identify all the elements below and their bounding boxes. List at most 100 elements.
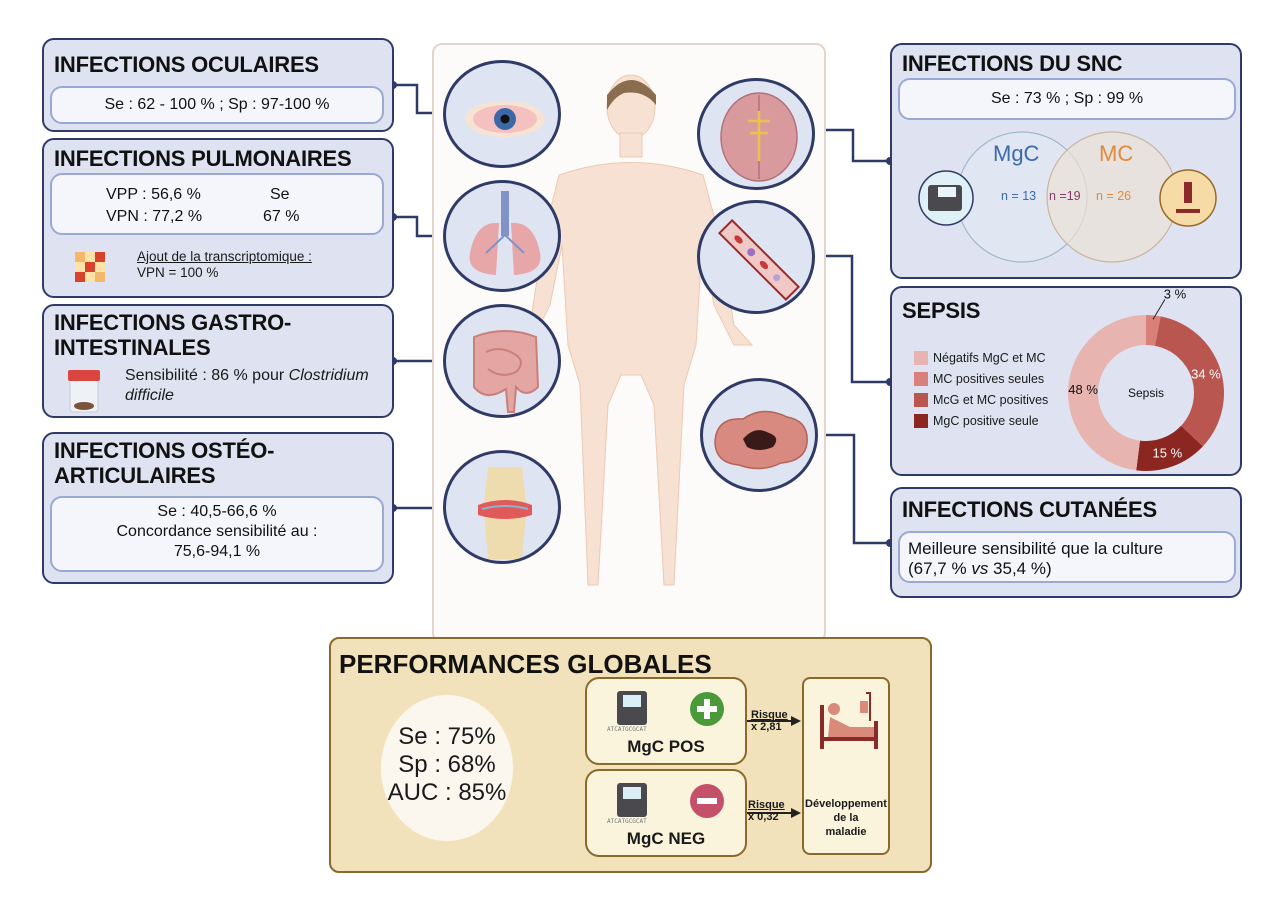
neg-risk-text: Risque x 0,32	[748, 799, 785, 823]
panel-pulmonary-infections: INFECTIONS PULMONAIRES VPP : 56,6 % VPN …	[42, 138, 394, 298]
legend-swatch	[914, 372, 928, 386]
transcriptomic-value: VPN = 100 %	[137, 265, 219, 280]
panel-title: INFECTIONS OSTÉO- ARTICULAIRES	[54, 438, 274, 488]
vpn-text: VPN : 77,2 %	[106, 208, 203, 225]
outcome-line-2: de la	[833, 812, 859, 824]
transcriptomic-label: Ajout de la transcriptomique :	[137, 249, 312, 264]
pulmonary-stats: VPP : 56,6 % VPN : 77,2 % Se 67 %	[50, 173, 384, 235]
cutaneous-line-1: Meilleure sensibilité que la culture	[908, 539, 1164, 558]
vpp-text: VPP : 56,6 %	[106, 186, 201, 203]
panel-title: INFECTIONS DU SNC	[902, 51, 1123, 76]
knee-joint-icon	[478, 467, 532, 559]
versus-text: vs	[971, 559, 989, 578]
legend-label: McG et MC positives	[933, 393, 1049, 407]
risk-arrows	[747, 716, 801, 818]
panel-title: INFECTIONS OCULAIRES	[54, 52, 319, 77]
global-auc: AUC : 85%	[387, 779, 507, 806]
mgc-neg-label: MgC NEG	[626, 829, 706, 848]
gastro-text: Sensibilité : 86 % pour Clostridium diffi…	[125, 366, 390, 406]
skin-circle	[700, 378, 818, 492]
organism-name: Clostridium	[288, 367, 369, 384]
osteo-line-2: Concordance sensibilité au :	[116, 523, 318, 540]
mgc-pos-label: MgC POS	[627, 737, 705, 756]
panel-cutaneous-infections: INFECTIONS CUTANÉES Meilleure sensibilit…	[890, 487, 1242, 598]
donut-slice-label: 34 %	[1191, 367, 1221, 382]
ocular-stats: Se : 62 - 100 % ; Sp : 97-100 %	[50, 86, 384, 124]
panel-gastro-infections: INFECTIONS GASTRO- INTESTINALES Sensibil…	[42, 304, 394, 418]
pos-risk-value: x 2,81	[751, 721, 782, 733]
neg-risk-value: x 0,32	[748, 811, 779, 823]
panel-global-performance: PERFORMANCES GLOBALES Se : 75% Sp : 68% …	[329, 637, 932, 873]
global-se: Se : 75%	[398, 723, 496, 750]
cutaneous-value-b: 35,4 %)	[988, 559, 1052, 578]
eye-circle	[443, 60, 561, 168]
panel-title: PERFORMANCES GLOBALES	[339, 649, 712, 679]
brain-icon	[720, 92, 798, 182]
brain-circle	[697, 78, 815, 190]
microscope-icon	[1176, 182, 1200, 213]
cutaneous-value-a: (67,7 %	[908, 559, 972, 578]
donut-center-label: Sepsis	[1128, 386, 1164, 400]
sequencer-icon: ATCATGCGCAT	[607, 783, 647, 825]
heatmap-icon	[75, 252, 105, 282]
blood-vessel-icon	[717, 218, 801, 302]
hospital-bed-icon	[820, 692, 878, 749]
panel-title: INFECTIONS CUTANÉES	[902, 497, 1157, 522]
svg-text:ATCATGCGCAT: ATCATGCGCAT	[607, 726, 647, 733]
blood-vessel-circle	[697, 200, 815, 314]
legend-label: MC positives seules	[933, 372, 1045, 386]
ocular-stats-text: Se : 62 - 100 % ; Sp : 97-100 %	[104, 96, 330, 113]
donut-slice	[1068, 315, 1146, 471]
pos-risk-label: Risque	[751, 709, 788, 721]
svg-text:ATCATGCGCAT: ATCATGCGCAT	[607, 818, 647, 825]
panel-sepsis: SEPSIS Négatifs MgC et MC MC positives se…	[890, 286, 1242, 476]
venn-count-overlap: n =19	[1049, 189, 1081, 203]
plus-icon	[690, 692, 724, 726]
outcome-line-1: Développement	[805, 798, 887, 810]
legend-label: Négatifs MgC et MC	[933, 351, 1046, 365]
legend-label: MgC positive seule	[933, 414, 1039, 428]
venn-label-mc: MC	[1099, 141, 1134, 166]
donut-slice	[1136, 425, 1203, 471]
minus-icon	[690, 784, 724, 818]
neg-risk-label: Risque	[748, 799, 785, 811]
donut-slice-label: 48 %	[1068, 382, 1098, 397]
panel-ocular-infections: INFECTIONS OCULAIRES Se : 62 - 100 % ; S…	[42, 38, 394, 132]
global-sp: Sp : 68%	[398, 751, 496, 778]
sequencer-icon: ATCATGCGCAT	[607, 691, 647, 733]
title-line-1: INFECTIONS OSTÉO-	[54, 438, 275, 463]
donut-slice-label: 3 %	[1164, 286, 1187, 301]
cns-stats: Se : 73 % ; Sp : 99 %	[898, 78, 1236, 120]
osteo-line-3: 75,6-94,1 %	[173, 543, 261, 560]
venn-label-mgc: MgC	[993, 141, 1040, 166]
panel-title: SEPSIS	[902, 298, 981, 323]
se-value: 67 %	[263, 208, 300, 225]
intestine-circle	[443, 304, 561, 418]
outcome-line-3: maladie	[825, 826, 867, 838]
donut-slice	[1154, 316, 1224, 447]
pos-risk-text: Risque x 2,81	[751, 709, 788, 733]
human-body-icon	[512, 74, 754, 586]
donut-leader-line	[1152, 299, 1166, 320]
donut-slice-label: 15 %	[1153, 445, 1183, 460]
organism-name-2: difficile	[125, 387, 174, 404]
cns-stats-text: Se : 73 % ; Sp : 99 %	[990, 90, 1144, 107]
gastro-text-prefix: Sensibilité : 86 % pour	[125, 367, 289, 384]
global-stats-circle: Se : 75% Sp : 68% AUC : 85%	[381, 695, 513, 841]
cutaneous-stats: Meilleure sensibilité que la culture (67…	[898, 531, 1236, 583]
title-line-1: INFECTIONS GASTRO-	[54, 310, 292, 335]
panel-title: INFECTIONS PULMONAIRES	[54, 146, 352, 171]
sepsis-donut-chart: 3 % 34 % 15 % 48 % Sepsis	[1068, 286, 1224, 471]
se-label: Se	[270, 186, 290, 203]
osteo-stats: Se : 40,5-66,6 % Concordance sensibilité…	[50, 496, 384, 572]
panel-osteo-articular-infections: INFECTIONS OSTÉO- ARTICULAIRES Se : 40,5…	[42, 432, 394, 584]
osteo-line-1: Se : 40,5-66,6 %	[157, 503, 277, 520]
lungs-icon	[469, 191, 541, 275]
knee-circle	[443, 450, 561, 564]
panel-title: INFECTIONS GASTRO- INTESTINALES	[54, 310, 291, 360]
cutaneous-line-2: (67,7 % vs 35,4 %)	[908, 559, 1234, 579]
title-line-2: INTESTINALES	[54, 335, 211, 360]
venn-count-mc-only: n = 26	[1096, 189, 1132, 203]
legend-swatch	[914, 393, 928, 407]
disease-development-label: Développement de la maladie	[804, 797, 888, 839]
